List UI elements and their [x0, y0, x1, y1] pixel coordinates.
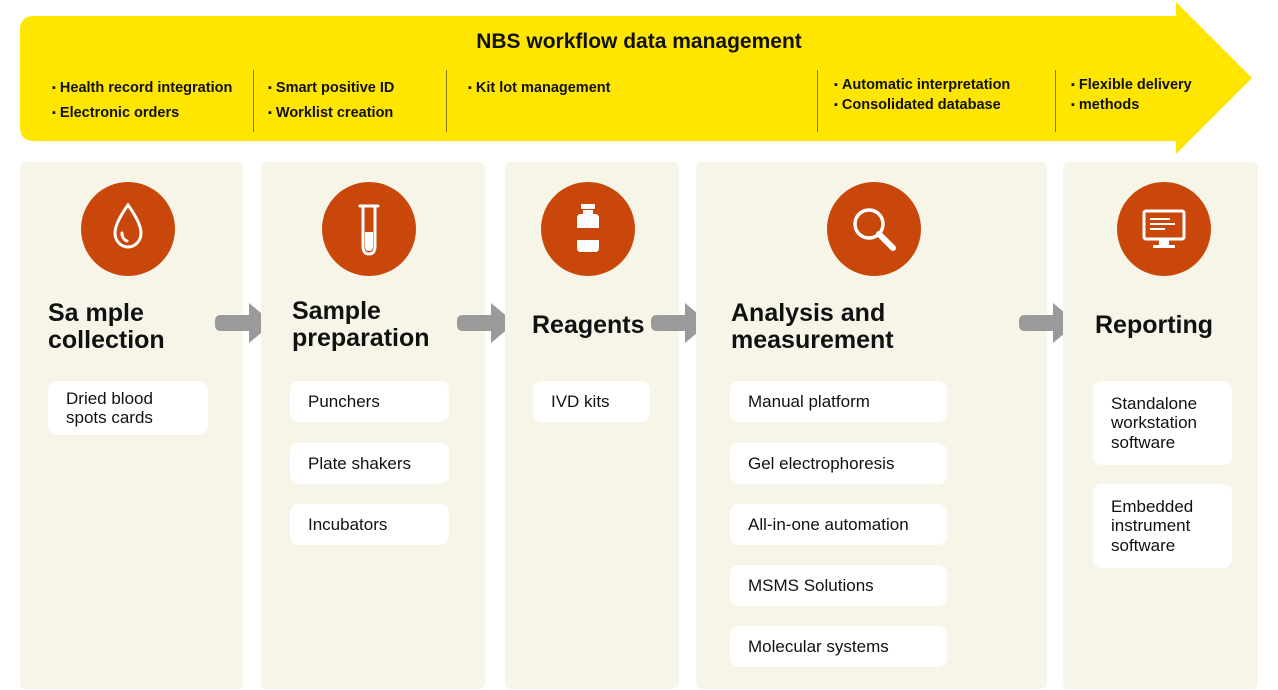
banner-item: Consolidated database: [834, 96, 1010, 116]
banner-item: Health record integration: [52, 76, 232, 101]
stage-item-card: All-in-one automation: [730, 504, 947, 545]
banner-divider: [253, 70, 254, 132]
flow-arrow: [457, 303, 515, 343]
stage-item-card: Plate shakers: [290, 443, 449, 484]
vial-icon: [577, 204, 599, 252]
test-tube-icon: [358, 204, 380, 256]
flow-arrow: [215, 303, 273, 343]
stage-title: Sa mple collection: [48, 299, 165, 354]
banner-divider: [817, 70, 818, 132]
stage-title: Analysis and measurement: [731, 299, 894, 354]
magnifier-icon: [853, 208, 896, 251]
banner-divider: [1055, 70, 1056, 132]
blood-drop-icon: [113, 202, 143, 249]
stage-item-card: Gel electrophoresis: [730, 443, 947, 484]
stage-icon-circle: [322, 182, 416, 276]
banner-item: Worklist creation: [268, 101, 394, 126]
stage-item-card: Standalone workstation software: [1093, 381, 1232, 465]
stage-item-card: Manual platform: [730, 381, 947, 422]
banner-item: Smart positive ID: [268, 76, 394, 101]
stage-item-card: Molecular systems: [730, 626, 947, 667]
stage-title: Sample preparation: [292, 297, 430, 352]
stage-item-card: Incubators: [290, 504, 449, 545]
banner-group-2: Smart positive ID Worklist creation: [268, 76, 394, 126]
stage-title: Reagents: [532, 311, 645, 339]
banner-group-1: Health record integration Electronic ord…: [52, 76, 232, 126]
stage-icon-circle: [1117, 182, 1211, 276]
stage-icon-circle: [827, 182, 921, 276]
stage-icon-circle: [81, 182, 175, 276]
banner-group-3: Kit lot management: [468, 76, 611, 101]
banner-item: Flexible delivery: [1071, 76, 1192, 96]
stage-title: Reporting: [1095, 311, 1214, 339]
banner-group-4: Automatic interpretation Consolidated da…: [834, 76, 1010, 116]
banner-item: methods: [1071, 96, 1192, 116]
banner-item: Kit lot management: [468, 76, 611, 101]
banner-title: NBS workflow data management: [476, 30, 802, 53]
stage-item-card: Dried blood spots cards: [48, 381, 208, 435]
flow-arrow: [1019, 303, 1077, 343]
monitor-icon: [1142, 209, 1186, 248]
stage-item-card: Punchers: [290, 381, 449, 422]
stage-item-card: Embedded instrument software: [1093, 484, 1232, 568]
stage-item-card: IVD kits: [533, 381, 650, 422]
stage-item-card: MSMS Solutions: [730, 565, 947, 606]
banner-item: Automatic interpretation: [834, 76, 1010, 96]
banner-group-5: Flexible delivery methods: [1071, 76, 1192, 116]
flow-arrow: [651, 303, 709, 343]
banner-divider: [446, 70, 447, 132]
stage-icon-circle: [541, 182, 635, 276]
banner-item: Electronic orders: [52, 101, 232, 126]
